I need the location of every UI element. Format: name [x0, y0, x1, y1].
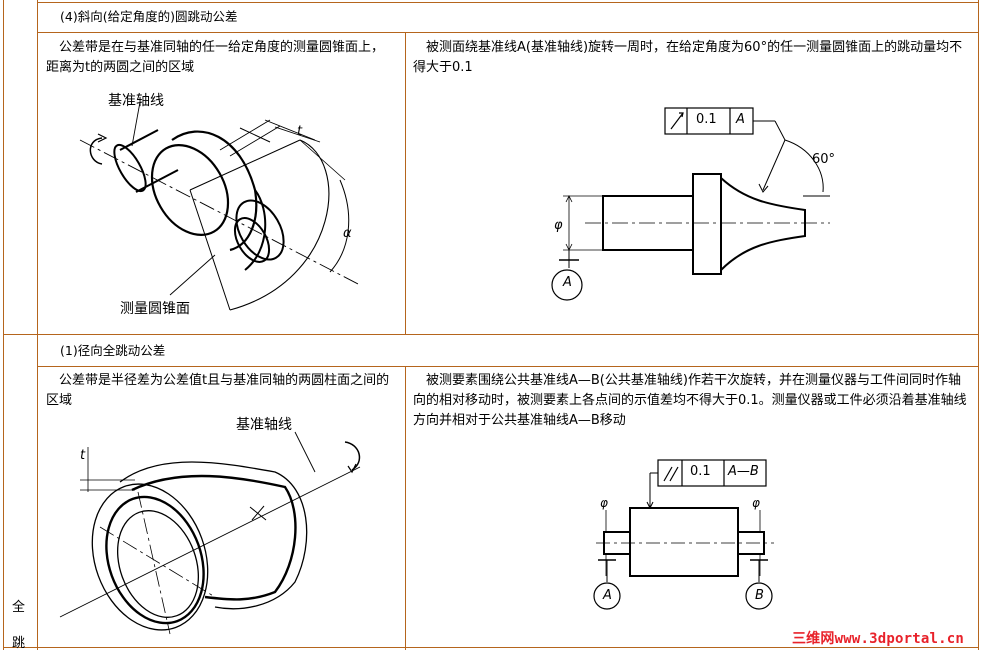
table-border-left: [3, 0, 4, 650]
lower-datum-b-label: B: [755, 588, 764, 603]
table-divider-middle-upper: [405, 32, 406, 334]
figure-upper-left-cone-label: 测量圆锥面: [120, 301, 190, 317]
table-border-right: [978, 0, 979, 650]
table-rule-under-header-upper: [37, 32, 978, 33]
table-rule-under-header-lower: [37, 366, 978, 367]
table-divider-middle-lower: [405, 366, 406, 650]
lower-datum-a-label: A: [603, 588, 612, 603]
tolerance-zone-description-upper: 公差带是在与基准同轴的任一给定角度的测量圆锥面上，距离为t的两圆之间的区域: [46, 40, 385, 75]
upper-phi-label: φ: [554, 218, 563, 233]
table-rule-section-break: [3, 334, 978, 335]
table-rule-bottom: [3, 647, 978, 648]
tolerance-requirement-upper: 被测面绕基准线A(基准轴线)旋转一周时，在给定角度为60°的任一测量圆锥面上的跳…: [413, 40, 963, 75]
figure-lower-left-t-label: t: [80, 448, 86, 463]
lower-frame-datum: A—B: [728, 464, 759, 479]
table-rule-top: [37, 2, 978, 3]
section-header-oblique-runout: (4)斜向(给定角度的)圆跳动公差: [60, 9, 238, 24]
lower-phi-right-label: φ: [752, 496, 760, 510]
upper-datum-circle-label: A: [563, 275, 572, 290]
section-header-radial-total-runout: (1)径向全跳动公差: [60, 343, 166, 358]
category-label-char-1: 全: [12, 600, 26, 615]
figure-oblique-runout-zone: [79, 101, 361, 311]
tolerance-zone-description-lower: 公差带是半径差为公差值t且与基准同轴的两圆柱面之间的区域: [46, 373, 390, 408]
lower-phi-left-label: φ: [600, 496, 608, 510]
upper-angle-label: 60°: [812, 152, 836, 167]
figure-oblique-runout-drawing: [551, 107, 830, 301]
figure-lower-left-axis-label: 基准轴线: [236, 417, 292, 433]
upper-frame-value: 0.1: [696, 112, 717, 127]
figure-upper-left-alpha-label: α: [343, 226, 352, 241]
figure-upper-left-axis-label: 基准轴线: [108, 93, 164, 109]
tolerance-requirement-lower: 被测要素围绕公共基准线A—B(公共基准轴线)作若干次旋转，并在测量仪器与工件间同…: [413, 373, 967, 428]
lower-frame-value: 0.1: [690, 464, 711, 479]
figure-radial-total-runout-drawing: [593, 459, 774, 610]
figure-radial-total-runout-zone: [59, 431, 361, 635]
figure-upper-left-t-label: t: [297, 124, 303, 139]
upper-frame-datum: A: [736, 112, 745, 127]
table-divider-category: [37, 0, 38, 650]
site-watermark: 三维网www.3dportal.cn: [791, 631, 964, 647]
category-label-char-2: 跳: [12, 636, 26, 651]
